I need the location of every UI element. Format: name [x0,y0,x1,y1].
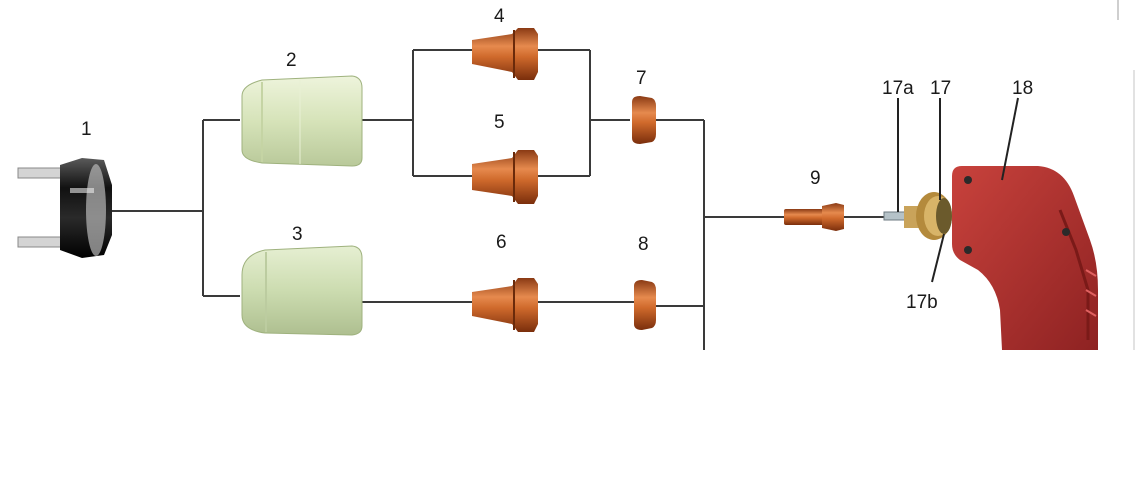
part-6-nozzle [472,278,538,332]
label-part-18: 18 [1012,78,1033,99]
label-part-9: 9 [810,168,821,189]
part-7-swirl-ring [632,96,656,144]
part-9-electrode [784,203,844,231]
part-18-torch-handle [952,166,1098,350]
part-5-nozzle [472,150,538,204]
label-part-1: 1 [81,119,92,140]
label-part-17: 17 [930,78,951,99]
label-leaders [897,97,1019,283]
part-3-retaining-cup [241,245,363,336]
label-part-7: 7 [636,68,647,89]
label-part-3: 3 [292,224,303,245]
part-2-retaining-cup [241,75,363,167]
part-8-swirl-ring [634,280,656,330]
label-part-8: 8 [638,234,649,255]
label-part-6: 6 [496,232,507,253]
label-part-5: 5 [494,112,505,133]
connector-lines [112,49,884,350]
label-part-4: 4 [494,6,505,27]
label-part-17b: 17b [906,292,938,313]
part-4-nozzle [472,28,538,80]
part-17-torch-head [883,192,952,240]
label-part-2: 2 [286,50,297,71]
label-part-17a: 17a [882,78,914,99]
part-1-shield-cap [17,158,112,258]
